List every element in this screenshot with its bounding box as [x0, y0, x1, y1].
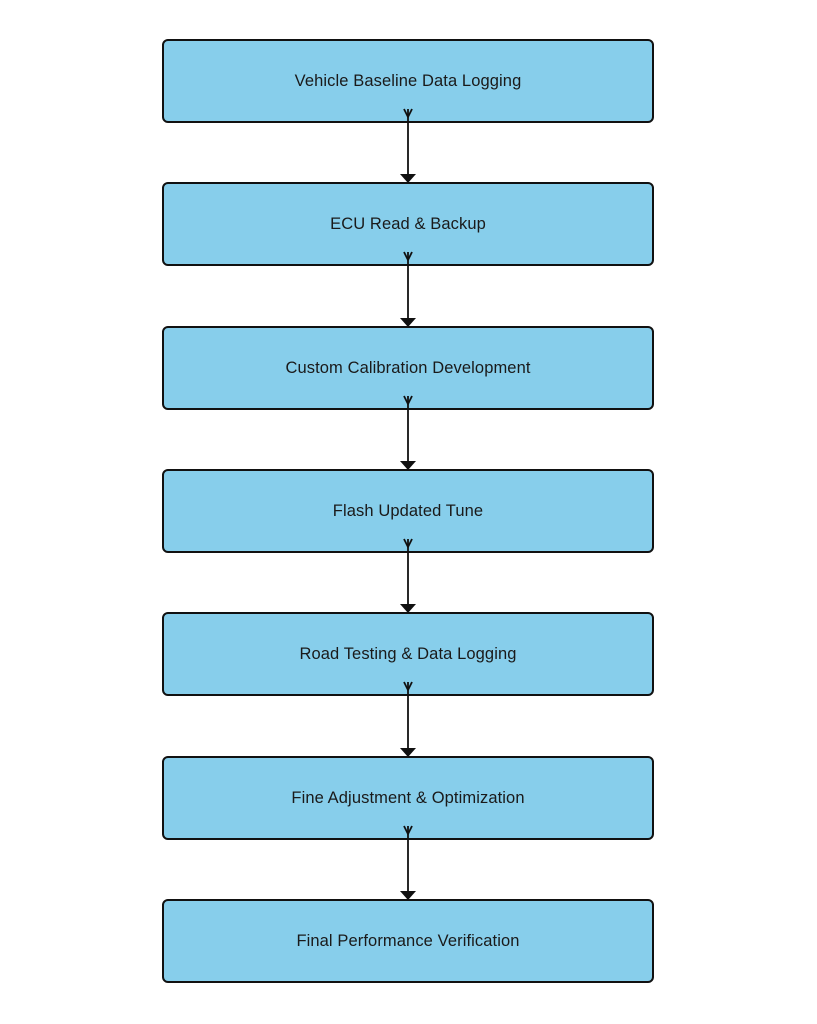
step-vehicle-baseline-data-logging: Vehicle Baseline Data Logging [162, 39, 654, 123]
step-label: Custom Calibration Development [285, 358, 531, 377]
step-custom-calibration-development: Custom Calibration Development [162, 326, 654, 410]
step-label: ECU Read & Backup [330, 214, 486, 233]
step-label: Road Testing & Data Logging [299, 644, 517, 663]
step-fine-adjustment-optimization: Fine Adjustment & Optimization [162, 756, 654, 840]
step-road-testing-data-logging: Road Testing & Data Logging [162, 612, 654, 696]
step-flash-updated-tune: Flash Updated Tune [162, 469, 654, 553]
step-label: Fine Adjustment & Optimization [291, 788, 525, 807]
step-label: Final Performance Verification [296, 931, 520, 950]
step-label: Flash Updated Tune [332, 501, 484, 520]
step-label: Vehicle Baseline Data Logging [294, 71, 522, 90]
step-ecu-read-backup: ECU Read & Backup [162, 182, 654, 266]
step-final-performance-verification: Final Performance Verification [162, 899, 654, 983]
